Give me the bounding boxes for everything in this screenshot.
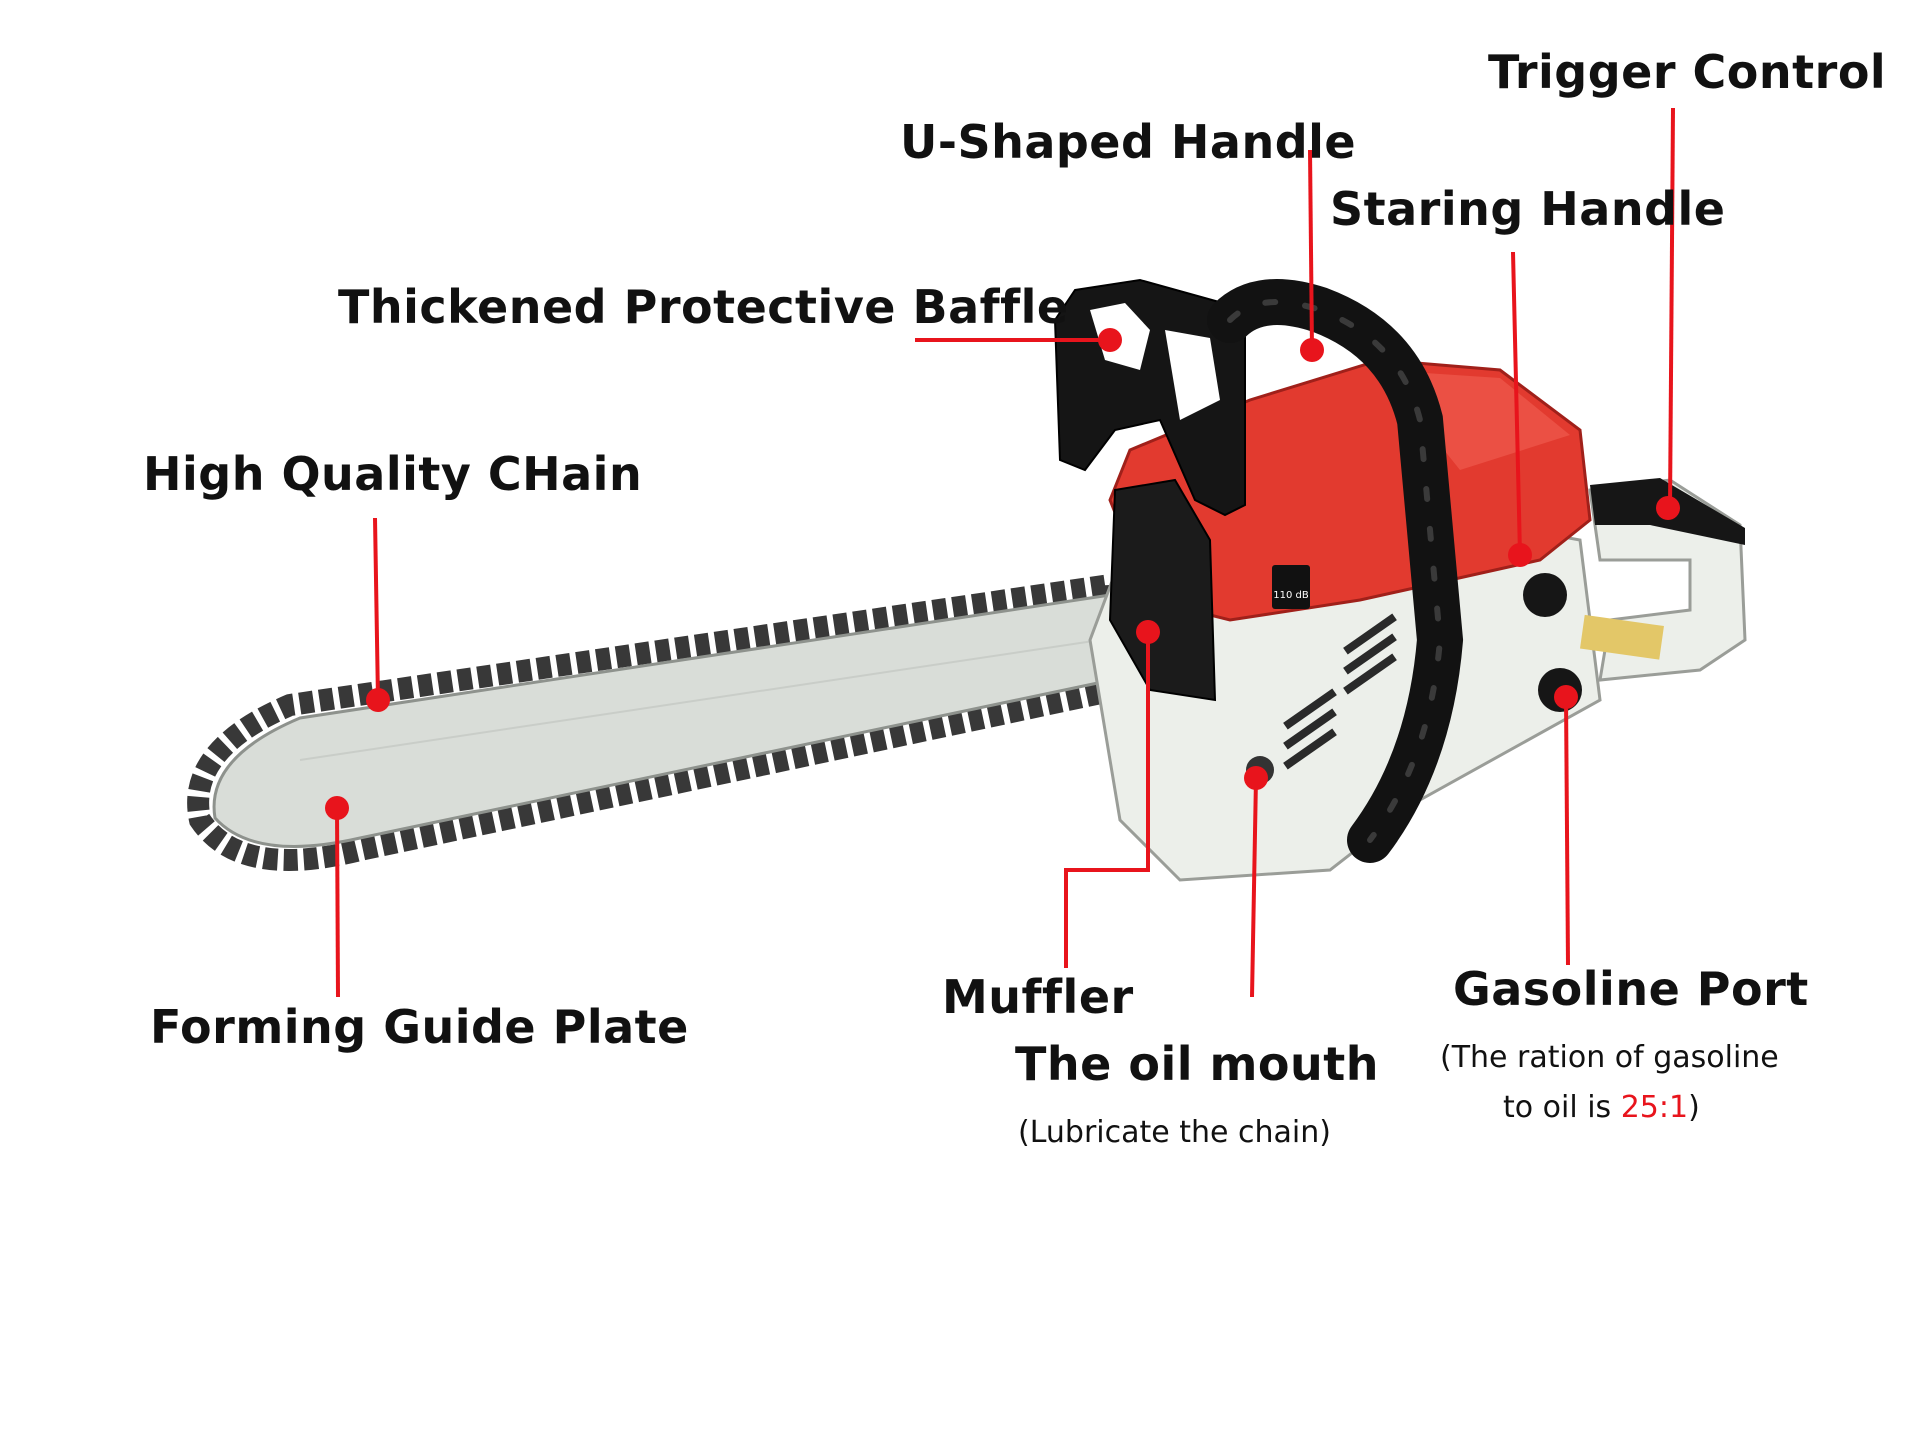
u-shaped-handle-leader [1308, 149, 1314, 351]
gasoline-note-suffix: ) [1688, 1090, 1700, 1125]
gasoline-note-ratio: 25:1 [1620, 1090, 1689, 1125]
label-gasoline-port: Gasoline Port [1453, 962, 1809, 1016]
u-shaped-handle-marker [1300, 338, 1324, 362]
guide-plate-leader [335, 807, 340, 998]
label-trigger-control: Trigger Control [1488, 45, 1887, 99]
gasoline-port-leader [1564, 696, 1570, 966]
staring-handle-marker [1508, 543, 1532, 567]
label-muffler: Muffler [942, 970, 1134, 1024]
label-high-quality-chain: High Quality CHain [143, 447, 643, 501]
trigger-control-marker [1656, 496, 1680, 520]
staring-handle-leader [1511, 251, 1522, 556]
gasoline-port-marker [1554, 685, 1578, 709]
oil-mouth-leader [1250, 777, 1258, 998]
trigger-control-leader [1668, 107, 1675, 509]
guide-plate-marker [325, 796, 349, 820]
label-oil-mouth: The oil mouth [1015, 1037, 1380, 1091]
guide-bar [187, 572, 1127, 871]
label-oil-mouth-note: (Lubricate the chain) [1018, 1115, 1331, 1150]
baffle-marker [1098, 328, 1122, 352]
chain-leader [373, 517, 380, 701]
noise-badge-text: 110 dB [1273, 590, 1309, 601]
label-staring-handle: Staring Handle [1330, 182, 1726, 236]
oil-mouth-marker [1244, 766, 1268, 790]
label-gasoline-note-line1: (The ration of gasoline [1440, 1040, 1779, 1075]
label-gasoline-note-line2: to oil is 25:1) [1503, 1090, 1700, 1125]
muffler-leader [1064, 632, 1150, 968]
gasoline-note-prefix: to oil is [1503, 1090, 1621, 1125]
chain-marker [366, 688, 390, 712]
label-forming-guide-plate: Forming Guide Plate [150, 1000, 689, 1054]
muffler-marker [1136, 620, 1160, 644]
label-thickened-protective-baffle: Thickened Protective Baffle [338, 280, 1069, 334]
label-u-shaped-handle: U-Shaped Handle [900, 115, 1357, 169]
